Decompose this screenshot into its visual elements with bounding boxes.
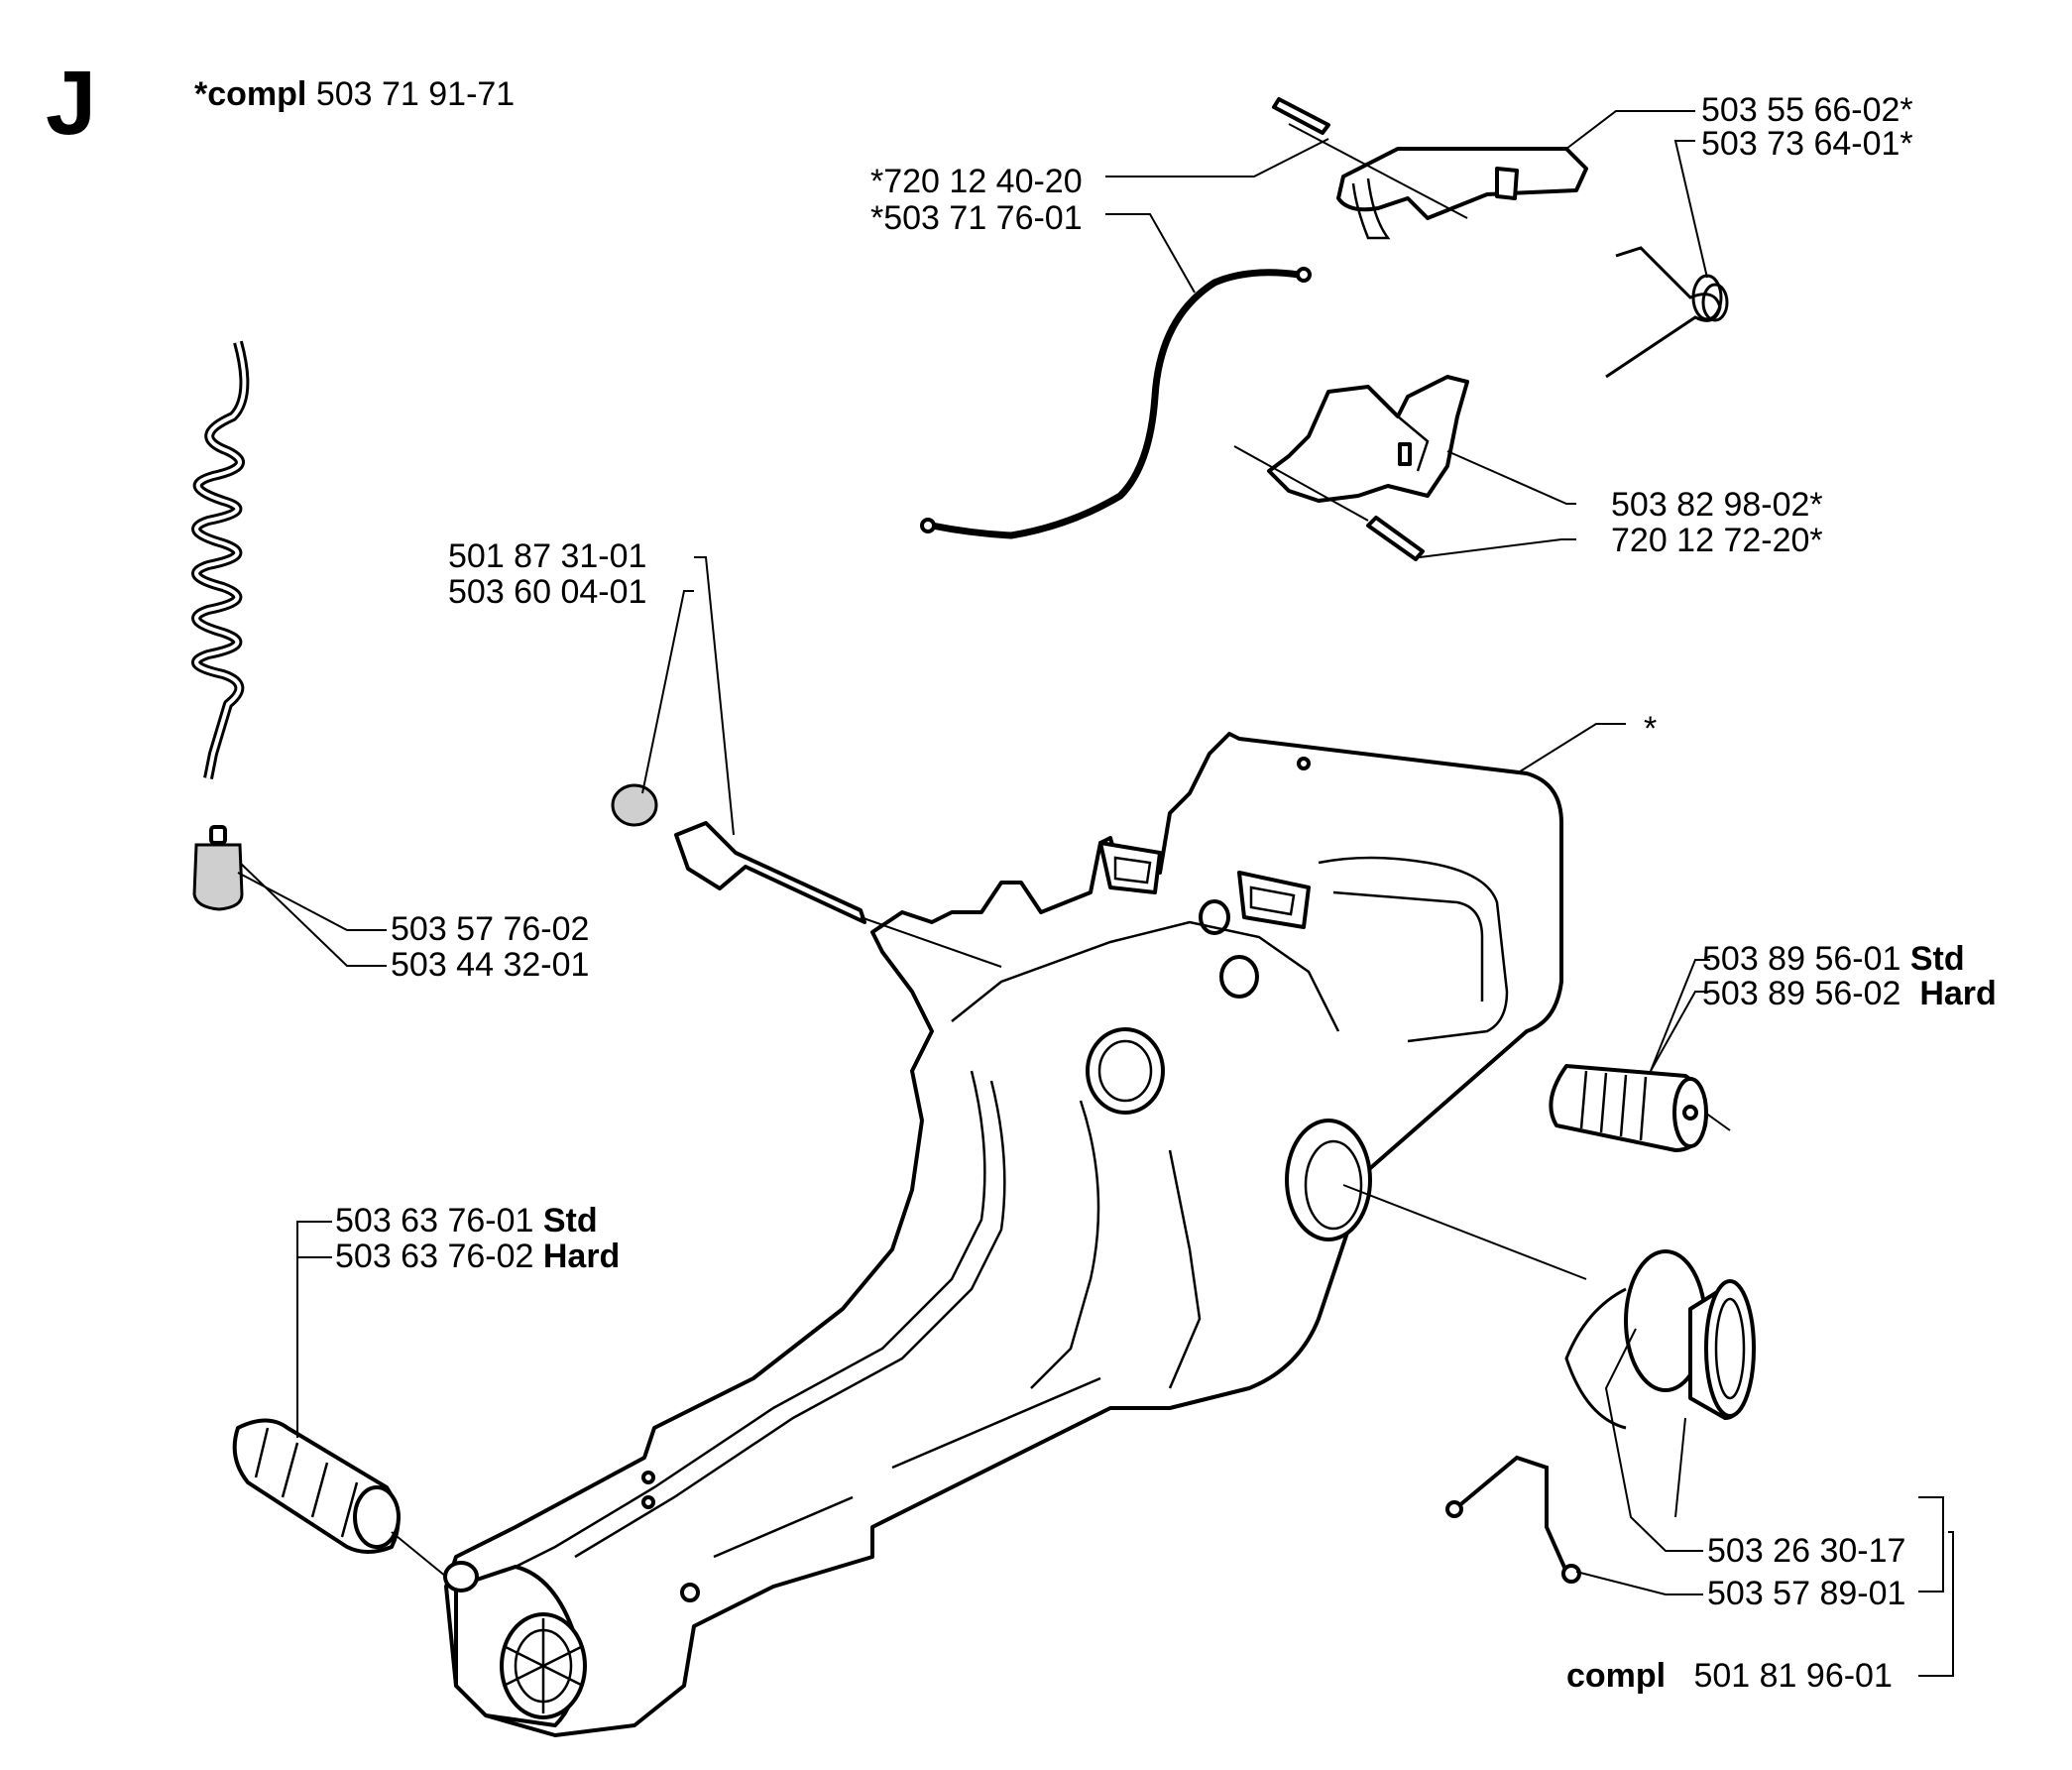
throttle-spring bbox=[1605, 246, 1729, 379]
label-trigger-pin: 720 12 72-20* bbox=[1611, 522, 1823, 559]
trigger-pin bbox=[1366, 516, 1425, 561]
leader-lines bbox=[237, 110, 1954, 1677]
label-front-av-std: 503 63 76-01 Std bbox=[335, 1204, 598, 1238]
oil-pump-pipe bbox=[674, 821, 866, 924]
label-tank-cap: 503 26 30-17 bbox=[1707, 1532, 1906, 1570]
label-felt-plug: 503 60 04-01 bbox=[448, 573, 647, 611]
header-compl-prefix: *compl bbox=[194, 75, 307, 113]
label-housing-star: * bbox=[1644, 710, 1658, 748]
label-cap-compl-number: 501 81 96-01 bbox=[1693, 1657, 1893, 1695]
label-rear-av-std-number: 503 89 56-01 bbox=[1702, 940, 1901, 978]
label-lockout: 503 55 66-02* bbox=[1701, 91, 1913, 129]
label-front-av-hard: 503 63 76-02 Hard bbox=[335, 1239, 620, 1273]
label-front-av-hard-number: 503 63 76-02 bbox=[335, 1238, 534, 1275]
handle-housing bbox=[443, 732, 1563, 1737]
felt-plug bbox=[611, 783, 658, 827]
label-rear-av-std: 503 89 56-01 Std bbox=[1702, 942, 1965, 976]
section-letter: J bbox=[46, 53, 97, 154]
header-compl-label: *compl 503 71 91-71 bbox=[194, 77, 515, 111]
label-throttle-trigger: 503 82 98-02* bbox=[1611, 486, 1823, 524]
label-fuel-filter: 503 44 32-01 bbox=[391, 946, 590, 984]
label-front-av-std-number: 503 63 76-01 bbox=[335, 1202, 534, 1239]
fuel-hose-spiral bbox=[191, 340, 250, 779]
fuel-filter bbox=[192, 825, 244, 911]
label-lockout-pin: *720 12 40-20 bbox=[870, 163, 1083, 200]
label-cap-compl: compl 501 81 96-01 bbox=[1566, 1659, 1893, 1693]
label-rear-av-hard-number: 503 89 56-02 bbox=[1702, 975, 1901, 1012]
label-oil-pump-pipe: 501 87 31-01 bbox=[448, 537, 647, 575]
throttle-lockout bbox=[1336, 147, 1588, 240]
rear-av-element bbox=[1549, 1064, 1708, 1152]
label-rear-av-std-suffix: Std bbox=[1909, 940, 1965, 978]
front-av-element bbox=[232, 1418, 401, 1554]
throttle-trigger bbox=[1267, 375, 1469, 503]
label-cap-compl-prefix: compl bbox=[1566, 1657, 1667, 1695]
label-fuel-hose: 503 57 76-02 bbox=[391, 910, 590, 948]
tank-cap bbox=[1445, 1249, 1756, 1584]
label-spring: 503 73 64-01* bbox=[1701, 125, 1913, 163]
throttle-cable bbox=[920, 267, 1312, 539]
header-compl-number: 503 71 91-71 bbox=[315, 75, 516, 113]
label-front-av-std-suffix: Std bbox=[542, 1202, 598, 1239]
label-throttle-cable: *503 71 76-01 bbox=[870, 199, 1083, 237]
label-cap-strap: 503 57 89-01 bbox=[1707, 1575, 1906, 1612]
label-rear-av-hard: 503 89 56-02 Hard bbox=[1702, 977, 1997, 1010]
label-front-av-hard-suffix: Hard bbox=[542, 1238, 621, 1275]
lockout-pin bbox=[1272, 97, 1330, 135]
label-rear-av-hard-suffix: Hard bbox=[1919, 975, 1997, 1012]
